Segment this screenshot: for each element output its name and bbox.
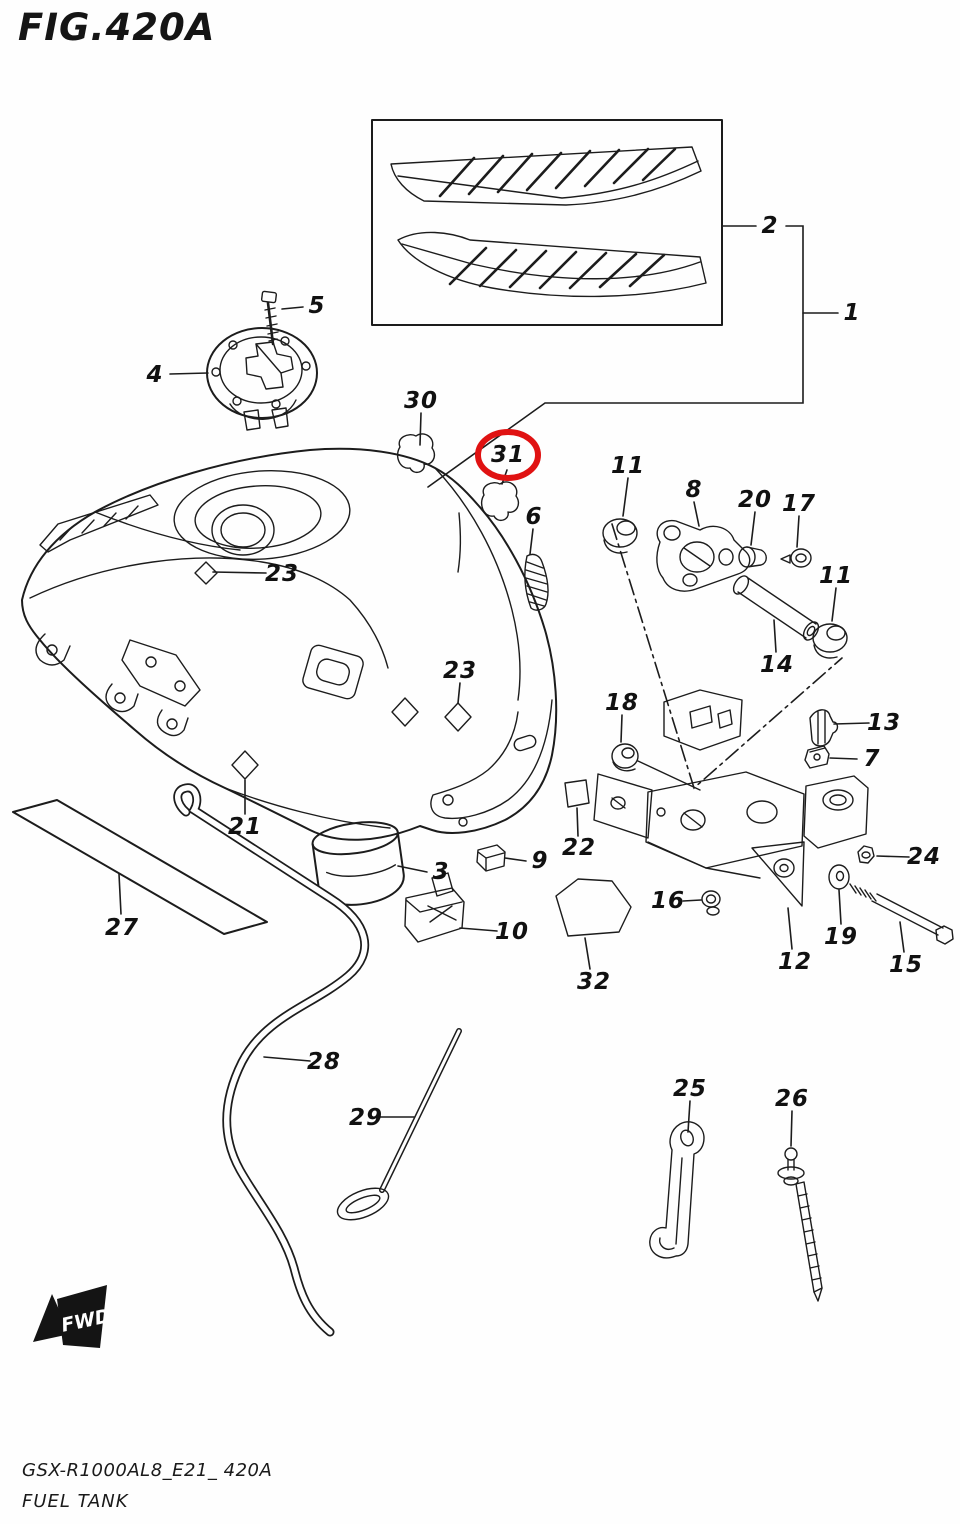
bracket-plate-8 bbox=[656, 519, 751, 592]
figure-caption: FUEL TANK bbox=[22, 1491, 129, 1512]
clip-7 bbox=[804, 745, 830, 769]
band-29 bbox=[336, 1028, 462, 1221]
highlight-ellipse bbox=[475, 429, 541, 481]
cap-20 bbox=[738, 546, 767, 568]
hook-strap-25 bbox=[649, 1121, 705, 1259]
leader-lines bbox=[118, 225, 910, 1147]
tie-26 bbox=[777, 1147, 823, 1302]
drain-hose-28 bbox=[173, 783, 370, 1337]
pad-23 bbox=[444, 702, 472, 732]
fuel-tank-drawing bbox=[21, 447, 558, 841]
fwd-arrow: FWD bbox=[33, 1285, 113, 1348]
protector-strip-27 bbox=[12, 799, 268, 935]
figure-code: GSX-R1000AL8_E21_ 420A bbox=[22, 1460, 273, 1481]
figure-footer: GSX-R1000AL8_E21_ 420A FUEL TANK bbox=[22, 1460, 272, 1512]
stay-bracket-12 bbox=[593, 689, 869, 907]
washer-19 bbox=[828, 864, 850, 890]
cushion-30 bbox=[396, 433, 436, 474]
nut-24 bbox=[857, 845, 875, 864]
pad-21 bbox=[231, 750, 259, 780]
grommet-11-left bbox=[602, 518, 638, 554]
grommet-18 bbox=[611, 743, 701, 791]
bolt-16 bbox=[701, 890, 721, 916]
pad-32 bbox=[555, 878, 632, 937]
pin-14 bbox=[732, 575, 820, 641]
bolt-15 bbox=[849, 883, 954, 945]
pad-22 bbox=[564, 779, 590, 808]
grommet-11-right bbox=[812, 623, 848, 659]
fuel-cap-assembly bbox=[206, 290, 318, 431]
clip-10 bbox=[404, 872, 465, 943]
cushion-31 bbox=[480, 481, 520, 522]
clip-13 bbox=[809, 709, 839, 747]
cushion-6 bbox=[524, 553, 549, 611]
clip-9 bbox=[476, 844, 506, 872]
figure-title: FIG.420A bbox=[18, 6, 216, 49]
decal-box bbox=[371, 119, 723, 326]
bolt-17 bbox=[780, 548, 812, 568]
